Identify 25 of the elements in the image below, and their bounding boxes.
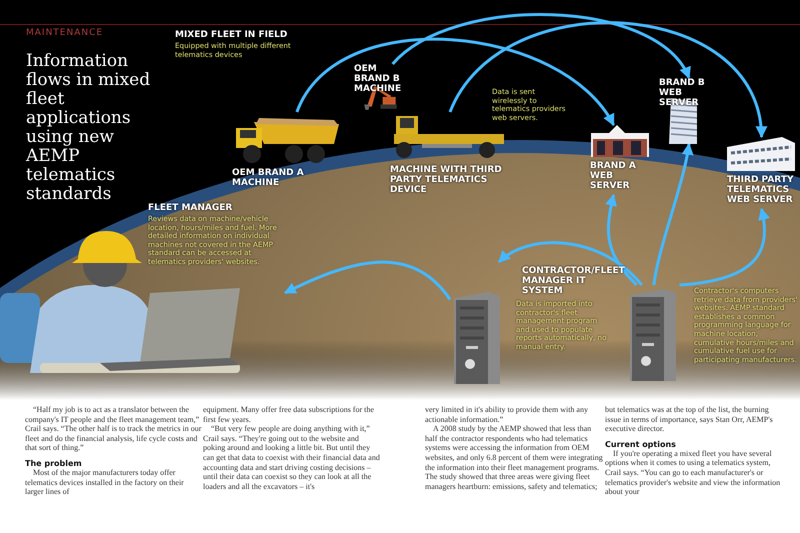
article-paragraph: “Half my job is to act as a translator between the company's IT people and the fleet management team,” Crail says. “The other half is to track the metrics in our fleet and do the financial analysis, life cycle costs and that sort of thing.” (25, 405, 202, 453)
article-paragraph: but telematics was at the top of the list, the burning issue in terms of importance, says Stan Orr, AEMP's executive director. (605, 405, 774, 434)
arrow (284, 260, 452, 300)
machine-label: MACHINE WITH THIRD PARTY TELEMATICS DEVICE (390, 165, 503, 195)
article-paragraph: Most of the major manufacturers today offer telematics devices installed in the factory on their larger lines of (25, 468, 185, 497)
arrow (498, 241, 643, 286)
machine-label: OEM BRAND A MACHINE (232, 168, 305, 188)
section-heading: MAINTENANCE (26, 28, 104, 38)
person-card-label: FLEET MANAGER (148, 203, 234, 213)
article-subheading: Current options (605, 440, 677, 449)
article-paragraph: equipment. Many offer free data subscriptions for the first few years. (203, 405, 375, 424)
arrow (448, 22, 766, 138)
title: Information flows in mixed fleet applications using new AEMP telematics standards (26, 52, 150, 204)
article-subheading: The problem (25, 458, 83, 468)
group-heading: MIXED FLEET IN FIELD (175, 30, 288, 40)
article-paragraph: A 2008 study by the AEMP showed that less than half the contractor respondents who had telematics systems were accessing the information from OEM websites, and only 6.8 percent of them were integrating the information into their fleet management programs. The study showed that three areas were giving fleet managers heartburn: emissions, safety and telematics; (425, 424, 603, 492)
article-paragraph: If you're operating a mixed fleet you have several options when it comes to using a telematics system, Crail says. “You can go to each manufacturer's or telematics provider's website and view the information about your (605, 448, 782, 497)
web-server-label: BRAND B WEB SERVER (659, 78, 706, 108)
article-paragraph: “But very few people are doing anything with it,” Crail says. “They're going out to the website and poking around and looking a little bit. But until they can get that data to coexist with their financial data and accounting data and start driving costing decisions – until their data can coexist so they can look at all the loaders and all the excavators – it's (203, 424, 381, 492)
web-server-label: BRAND A WEB SERVER (590, 161, 637, 191)
arrow (296, 38, 615, 126)
arrow (605, 194, 638, 286)
web-server-label: THIRD PARTY TELEMATICS WEB SERVER (727, 175, 794, 205)
arrow (652, 142, 694, 286)
article-paragraph: very limited in it's ability to provide them with any actionable information.” (425, 405, 589, 424)
